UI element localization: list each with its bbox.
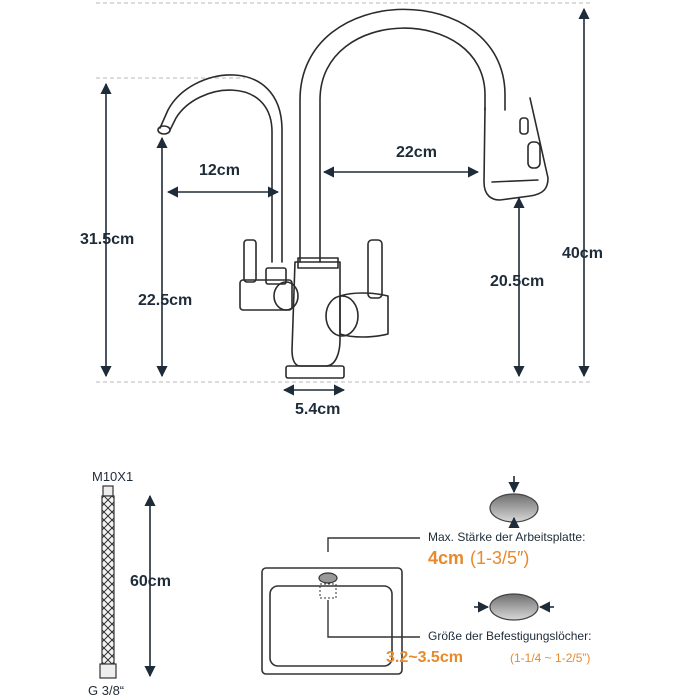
braided-hose xyxy=(101,495,115,667)
left-lever-handle xyxy=(243,239,257,283)
countertop-label: Max. Stärke der Arbeitsplatte: xyxy=(428,530,585,544)
label-5-4: 5.4cm xyxy=(295,401,340,418)
label-22: 22cm xyxy=(396,144,437,161)
countertop-value: 4cm xyxy=(428,548,464,568)
label-22-5: 22.5cm xyxy=(138,292,192,309)
hose-nut xyxy=(99,663,117,679)
hose-top-thread: M10X1 xyxy=(92,469,133,484)
label-40: 40cm xyxy=(562,245,603,262)
base-flange xyxy=(285,365,345,379)
countertop-value-imperial: (1-3/5″) xyxy=(470,548,529,568)
dimension-arrows xyxy=(100,7,590,396)
label-12: 12cm xyxy=(199,162,240,179)
sink-basin xyxy=(269,585,393,667)
right-lever-handle xyxy=(367,239,383,299)
label-60: 60cm xyxy=(130,573,171,590)
countertop-hole-icon xyxy=(489,493,539,523)
guide-lines xyxy=(96,2,590,383)
main-spout-inner xyxy=(319,27,486,263)
faucet-body xyxy=(291,261,341,367)
leader-mounting xyxy=(327,600,420,638)
spray-head xyxy=(483,97,549,201)
label-20-5: 20.5cm xyxy=(490,273,544,290)
mounting-value-imperial: (1-1/4 ~ 1-2/5”) xyxy=(510,651,590,665)
faucet-outline xyxy=(157,8,549,379)
small-spout xyxy=(159,74,283,263)
sink-tap-hole xyxy=(318,572,338,584)
dimension-labels: 31.5cm 22.5cm 12cm 22cm 20.5cm 40cm 5.4c… xyxy=(80,144,603,418)
mounting-value: 3.2~3.5cm xyxy=(386,649,463,666)
label-31-5: 31.5cm xyxy=(80,231,134,248)
hose-bottom-thread: G 3/8“ xyxy=(88,683,124,698)
hose-diagram: M10X1 G 3/8“ 60cm xyxy=(88,469,171,698)
right-lever-base xyxy=(339,292,389,338)
mounting-hole-icon xyxy=(489,593,539,621)
mounting-label: Größe der Befestigungslöcher: xyxy=(428,629,591,643)
mounting-hole-callout: Größe der Befestigungslöcher: 3.2~3.5cm … xyxy=(386,593,591,666)
leader-countertop xyxy=(327,537,420,552)
spray-button-top xyxy=(519,117,529,135)
small-spout-inner xyxy=(169,89,273,263)
main-spout xyxy=(299,8,506,263)
sink-diagram xyxy=(261,537,420,675)
countertop-callout: Max. Stärke der Arbeitsplatte: 4cm (1-3/… xyxy=(428,476,585,568)
spray-button-bottom xyxy=(527,141,541,169)
